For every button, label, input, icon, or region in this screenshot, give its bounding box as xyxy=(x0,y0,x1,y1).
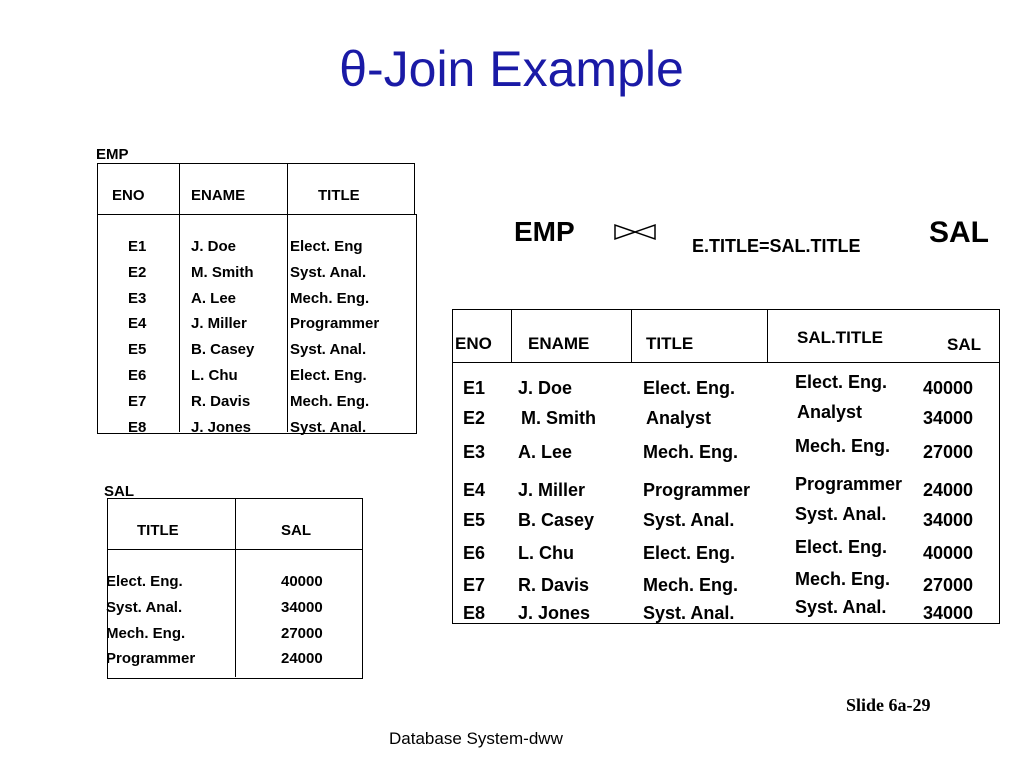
emp-header-ename: ENAME xyxy=(191,187,246,204)
emp-cell-title: Mech. Eng. xyxy=(290,289,370,307)
result-cell-sal: 40000 xyxy=(923,543,974,563)
result-cell-ename: A. Lee xyxy=(518,442,573,462)
result-cell-sal: 34000 xyxy=(923,603,974,623)
result-cell-sal-title: Elect. Eng. xyxy=(795,372,888,392)
result-cell-sal: 34000 xyxy=(923,408,974,428)
emp-cell-ename: A. Lee xyxy=(191,289,237,307)
emp-cell-ename: J. Jones xyxy=(191,418,252,436)
emp-cell-eno: E8 xyxy=(128,418,147,436)
result-cell-eno: E6 xyxy=(463,543,486,563)
sal-table-label: SAL xyxy=(104,483,134,500)
result-header-eno: ENO xyxy=(455,334,492,353)
result-cell-ename: J. Miller xyxy=(518,480,586,500)
result-header-sal: SAL xyxy=(947,335,981,354)
result-cell-ename: J. Jones xyxy=(518,603,591,623)
emp-cell-ename: R. Davis xyxy=(191,392,251,410)
result-cell-ename: M. Smith xyxy=(521,408,596,428)
result-cell-sal: 24000 xyxy=(923,480,974,500)
result-cell-title: Elect. Eng. xyxy=(643,543,736,563)
result-cell-eno: E7 xyxy=(463,575,486,595)
emp-cell-eno: E1 xyxy=(128,238,147,255)
sal-cell-sal: 40000 xyxy=(281,573,323,590)
result-cell-eno: E8 xyxy=(463,603,486,623)
theta-join-icon xyxy=(614,223,656,241)
emp-cell-title: Syst. Anal. xyxy=(290,263,367,281)
sal-header-title: TITLE xyxy=(137,522,179,539)
result-cell-title: Mech. Eng. xyxy=(643,575,739,595)
result-col-divider xyxy=(767,309,768,362)
result-cell-title: Analyst xyxy=(646,408,712,428)
result-cell-title: Syst. Anal. xyxy=(643,603,735,623)
result-cell-sal-title: Mech. Eng. xyxy=(795,436,891,456)
result-cell-ename: B. Casey xyxy=(518,510,595,530)
result-cell-sal-title: Analyst xyxy=(797,402,863,422)
emp-cell-eno: E4 xyxy=(128,315,147,333)
result-cell-sal-title: Mech. Eng. xyxy=(795,569,891,589)
result-cell-ename: L. Chu xyxy=(518,543,574,563)
result-cell-sal: 40000 xyxy=(923,378,974,398)
sal-col-divider xyxy=(235,498,236,677)
emp-col-divider xyxy=(179,163,180,432)
emp-cell-title: Elect. Eng xyxy=(290,238,363,255)
sal-header-sal: SAL xyxy=(281,522,311,539)
sal-cell-title: Mech. Eng. xyxy=(106,624,186,642)
emp-cell-eno: E7 xyxy=(128,392,147,410)
result-cell-sal: 27000 xyxy=(923,575,974,595)
result-cell-title: Programmer xyxy=(643,480,751,500)
emp-cell-ename: B. Casey xyxy=(191,341,255,359)
result-cell-title: Elect. Eng. xyxy=(643,378,736,398)
result-body-box xyxy=(452,362,1000,624)
result-cell-eno: E3 xyxy=(463,442,486,462)
result-cell-title: Mech. Eng. xyxy=(643,442,739,462)
result-cell-eno: E4 xyxy=(463,480,486,500)
result-header-title: TITLE xyxy=(646,334,694,353)
emp-cell-title: Elect. Eng. xyxy=(290,367,367,384)
footer-text: Database System-dww xyxy=(389,729,563,748)
emp-header-title: TITLE xyxy=(318,187,360,204)
emp-cell-ename: M. Smith xyxy=(191,263,254,281)
emp-cell-eno: E6 xyxy=(128,367,147,384)
result-cell-title: Syst. Anal. xyxy=(643,510,735,530)
emp-cell-ename: J. Doe xyxy=(191,238,237,255)
result-cell-ename: J. Doe xyxy=(518,378,573,398)
join-right-relation: SAL xyxy=(929,216,989,249)
result-cell-sal-title: Programmer xyxy=(795,474,903,494)
emp-cell-eno: E2 xyxy=(128,263,147,281)
sal-cell-sal: 34000 xyxy=(281,598,323,616)
result-cell-sal-title: Syst. Anal. xyxy=(795,597,887,617)
emp-cell-title: Mech. Eng. xyxy=(290,392,370,410)
emp-cell-title: Syst. Anal. xyxy=(290,418,367,436)
emp-cell-ename: L. Chu xyxy=(191,367,238,384)
join-condition: E.TITLE=SAL.TITLE xyxy=(692,236,861,256)
emp-cell-ename: J. Miller xyxy=(191,315,247,333)
emp-cell-title: Programmer xyxy=(290,315,380,333)
result-cell-sal-title: Elect. Eng. xyxy=(795,537,888,557)
result-cell-sal: 34000 xyxy=(923,510,974,530)
result-cell-eno: E5 xyxy=(463,510,486,530)
sal-cell-sal: 24000 xyxy=(281,650,323,668)
emp-header-eno: ENO xyxy=(112,187,145,204)
slide-number: Slide 6a-29 xyxy=(846,695,931,715)
result-header-sal-title: SAL.TITLE xyxy=(797,328,883,347)
result-cell-ename: R. Davis xyxy=(518,575,590,595)
result-cell-eno: E2 xyxy=(463,408,486,428)
result-cell-sal: 27000 xyxy=(923,442,974,462)
slide-title: θ-Join Example xyxy=(339,41,684,97)
sal-cell-title: Syst. Anal. xyxy=(106,598,183,616)
sal-cell-title: Elect. Eng. xyxy=(106,573,183,590)
emp-table-label: EMP xyxy=(96,146,129,163)
result-col-divider xyxy=(631,309,632,362)
join-left-relation: EMP xyxy=(514,216,575,247)
sal-cell-sal: 27000 xyxy=(281,624,323,642)
emp-cell-title: Syst. Anal. xyxy=(290,341,367,359)
result-cell-sal-title: Syst. Anal. xyxy=(795,504,887,524)
result-col-divider xyxy=(511,309,512,362)
emp-cell-eno: E3 xyxy=(128,289,147,307)
result-header-ename: ENAME xyxy=(528,334,590,353)
result-cell-eno: E1 xyxy=(463,378,486,398)
sal-cell-title: Programmer xyxy=(106,650,196,668)
emp-cell-eno: E5 xyxy=(128,341,147,359)
emp-col-divider xyxy=(287,163,288,432)
emp-body-box xyxy=(97,214,417,434)
